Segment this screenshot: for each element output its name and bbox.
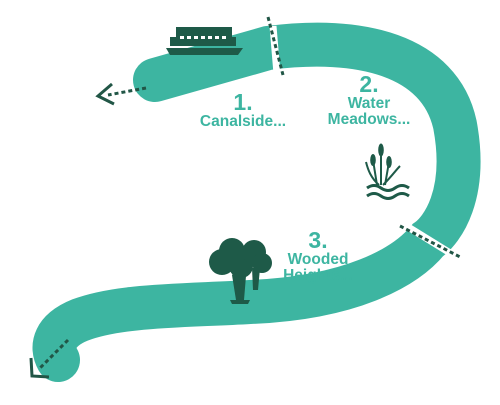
section-1-label: 1. Canalside... — [178, 90, 308, 130]
section-2-title-line2: Meadows... — [327, 111, 411, 129]
section-3-number: 3. — [308, 227, 328, 253]
divider-line-1 — [266, 16, 285, 76]
section-2-title-line1: Water — [347, 95, 391, 113]
reeds-icon — [365, 143, 410, 200]
divider-line-2 — [399, 224, 463, 260]
narrowboat-icon — [166, 27, 243, 55]
section-1-number: 1. — [233, 89, 253, 115]
section-1-title: Canalside... — [199, 113, 287, 131]
section-3-title-line1: Wooded — [287, 251, 349, 269]
section-3-title-line2: Heights... — [283, 267, 353, 285]
arrow-left-icon — [95, 82, 147, 106]
section-3-label: 3. Wooded Heights... — [258, 228, 378, 285]
section-2-label: 2. Water Meadows... — [303, 72, 435, 129]
section-2-number: 2. — [359, 71, 379, 97]
arrow-down-left-icon — [29, 338, 70, 379]
route-path — [32, 22, 481, 382]
trees-icon — [209, 238, 272, 304]
